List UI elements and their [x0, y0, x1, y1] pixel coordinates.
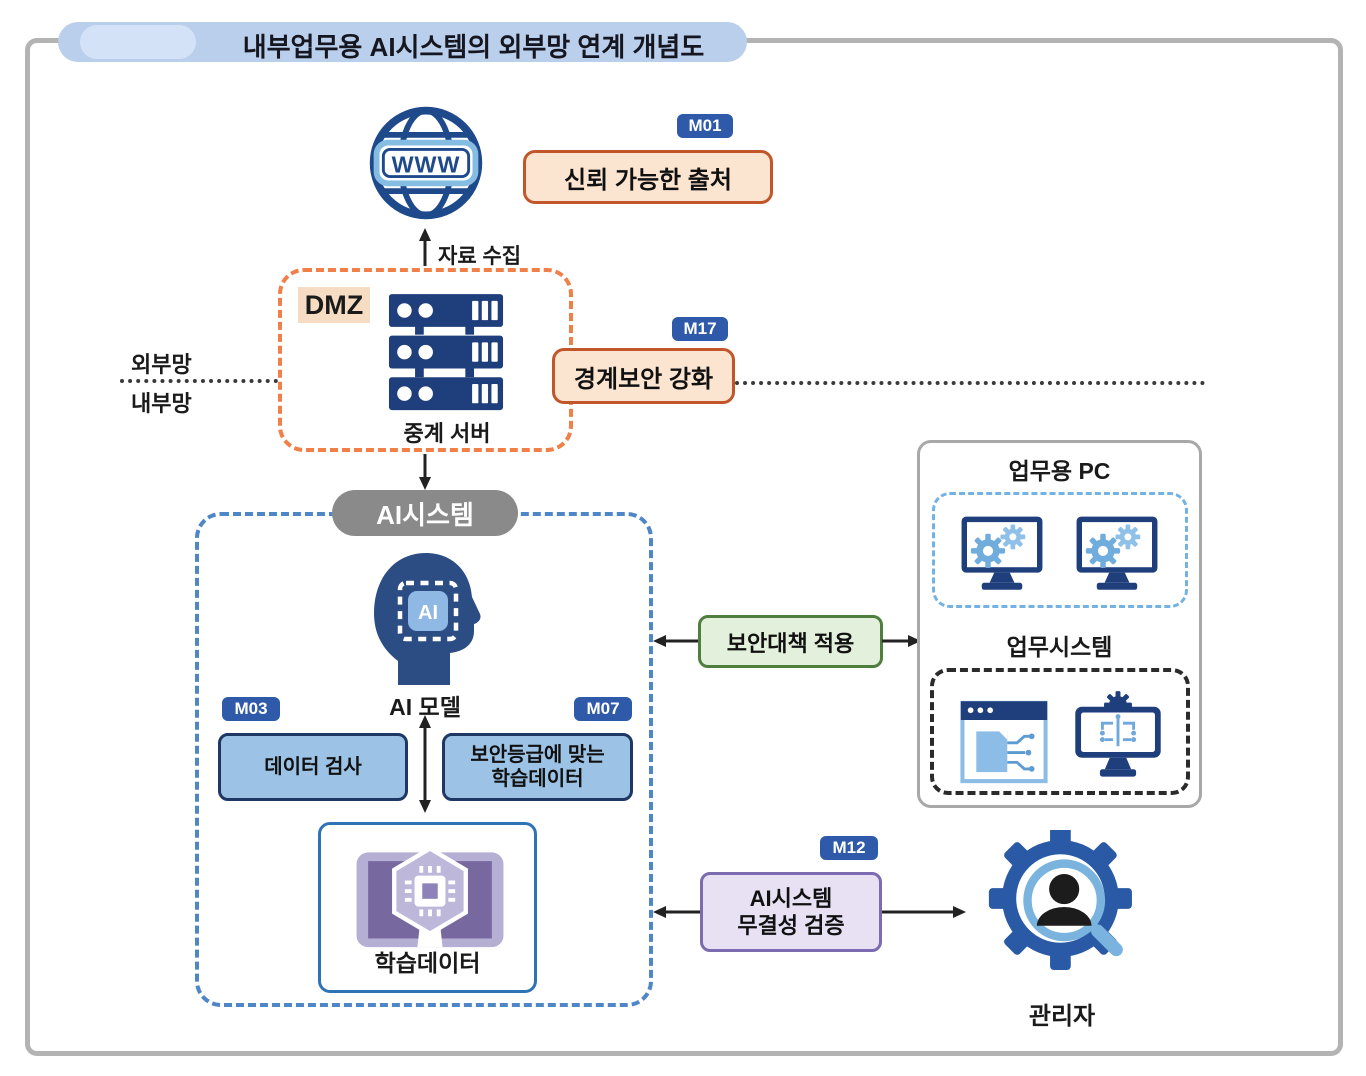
office-system-box — [930, 668, 1190, 795]
www-text: WWW — [392, 152, 461, 178]
arrow-model-data — [419, 715, 431, 813]
collect-arrow — [419, 228, 431, 266]
title-banner: 내부업무용 AI시스템의 외부망 연계 개념도 — [58, 22, 747, 62]
internal-net-label: 내부망 — [131, 391, 192, 416]
internet-globe-icon: WWW — [369, 106, 483, 220]
arrow-integrity-right — [882, 906, 966, 918]
integrity-line1: AI시스템 — [749, 885, 833, 911]
relay-server-label: 중계 서버 — [403, 421, 491, 446]
title-inner-pill — [80, 25, 196, 59]
arrow-integrity-left — [653, 906, 702, 918]
pc-monitor-icon — [961, 516, 1043, 590]
ai-chip-text: AI — [418, 602, 438, 624]
browser-doc-icon — [960, 700, 1048, 784]
secure-training-line2: 학습데이터 — [491, 768, 584, 790]
boundary-dotline-right — [735, 381, 1205, 385]
office-pc-title: 업무용 PC — [1008, 458, 1111, 484]
secure-training-line1: 보안등급에 맞는 — [470, 744, 605, 766]
trusted-source-box: 신뢰 가능한 출처 — [523, 150, 773, 204]
office-system-title: 업무시스템 — [1006, 634, 1113, 660]
pc-monitor-icon — [1076, 516, 1158, 590]
collect-label: 자료 수집 — [438, 245, 522, 268]
arrow-apply-left — [653, 635, 700, 647]
ai-system-pill: AI시스템 — [332, 490, 518, 536]
integrity-line2: 무결성 검증 — [737, 913, 845, 938]
dmz-label: DMZ — [298, 287, 370, 323]
system-monitor-icon — [1075, 691, 1161, 777]
training-data-icon — [356, 846, 504, 948]
ai-model-icon: AI — [374, 553, 481, 685]
badge-m03: M03 — [222, 697, 280, 721]
security-apply-box: 보안대책 적용 — [698, 615, 883, 668]
badge-m07: M07 — [574, 697, 632, 721]
arrow-apply-right — [882, 635, 921, 647]
arrow-dmz-to-ai — [419, 454, 431, 490]
training-data-label: 학습데이터 — [374, 950, 481, 976]
relay-server-icon — [388, 294, 504, 411]
badge-m12: M12 — [820, 836, 878, 860]
integrity-box: AI시스템 무결성 검증 — [700, 872, 882, 952]
office-pc-box — [932, 492, 1188, 608]
training-data-box: 학습데이터 — [318, 822, 537, 993]
boundary-security-box: 경계보안 강화 — [552, 348, 735, 404]
admin-label: 관리자 — [1028, 1003, 1096, 1030]
admin-icon — [988, 830, 1132, 970]
badge-m17: M17 — [672, 317, 728, 341]
badge-m01: M01 — [677, 114, 733, 138]
secure-training-box: 보안등급에 맞는 학습데이터 — [442, 733, 633, 801]
external-net-label: 외부망 — [131, 352, 192, 377]
boundary-dotline-left — [120, 379, 278, 383]
data-check-box: 데이터 검사 — [218, 733, 408, 801]
page-title: 내부업무용 AI시스템의 외부망 연계 개념도 — [242, 32, 705, 62]
